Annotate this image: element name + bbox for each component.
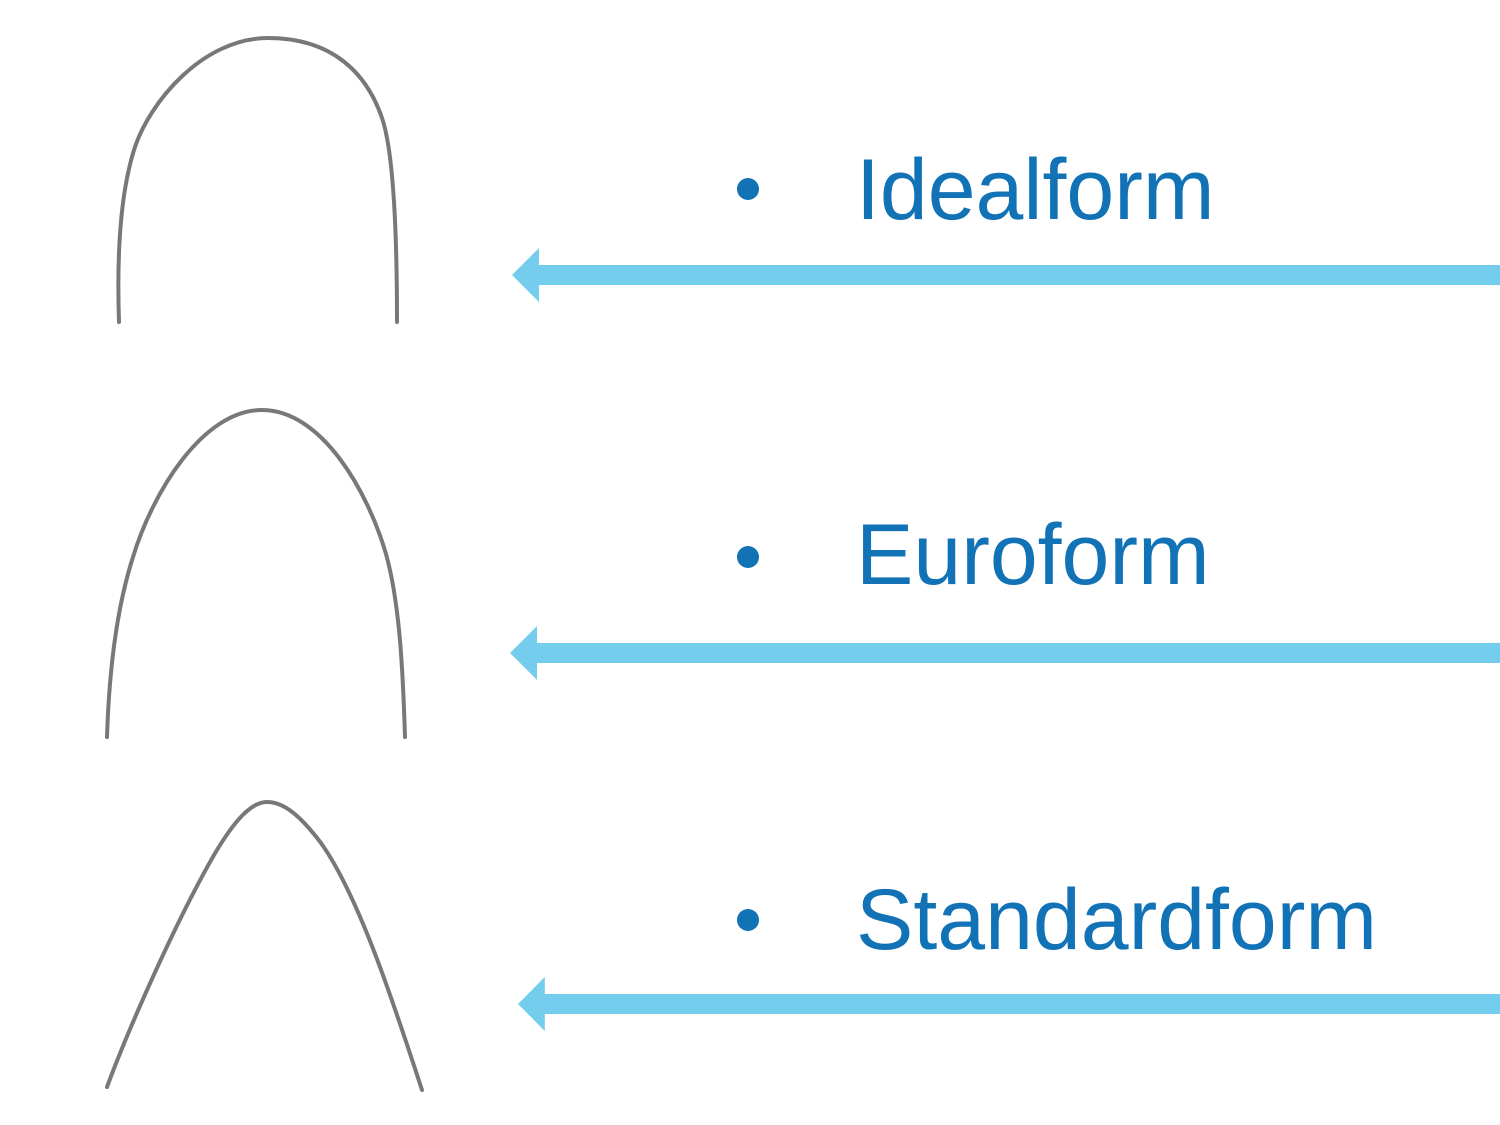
wire-shape [105,407,407,739]
euroform-archwire-icon [105,407,407,739]
label-euroform: Euroform [856,507,1210,603]
bullet-icon [737,178,759,200]
idealform-archwire-icon [116,35,399,324]
bullet-icon [737,546,759,568]
label-idealform: Idealform [856,142,1215,238]
left-arrow-icon [512,248,1500,302]
wire-shape [105,799,424,1092]
arrow-shape [512,248,1500,302]
arrow-shape [510,626,1500,680]
arrow-shape [518,977,1500,1031]
label-standardform: Standardform [856,872,1378,968]
bullet-icon [737,909,759,931]
left-arrow-icon [510,626,1500,680]
wire-shape [116,35,399,324]
standardform-archwire-icon [105,799,424,1092]
left-arrow-icon [518,977,1500,1031]
